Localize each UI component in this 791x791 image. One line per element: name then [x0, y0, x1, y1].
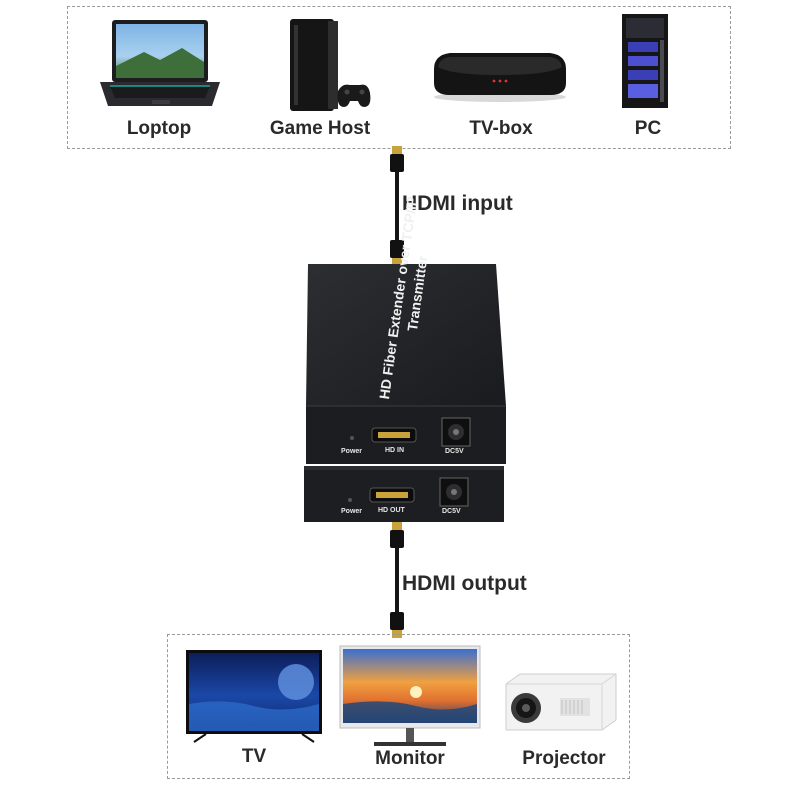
receiver-device — [304, 466, 504, 522]
display-label-tv: TV — [241, 746, 267, 767]
transmitter-dc-label: DC5V — [445, 448, 464, 455]
receiver-dc-label: DC5V — [442, 508, 461, 515]
source-label-tv-box: TV-box — [469, 118, 533, 139]
game-console-icon — [290, 19, 371, 111]
source-label-laptop: Loptop — [126, 118, 192, 139]
receiver-power-label: Power — [341, 508, 363, 515]
display-devices-panel — [167, 634, 630, 779]
transmitter-port-label: HD IN — [385, 447, 405, 454]
pc-tower-icon — [622, 14, 668, 108]
transmitter-power-label: Power — [341, 448, 363, 455]
projector-icon — [505, 673, 617, 731]
receiver-port-label: HD OUT — [378, 507, 405, 514]
hdmi-output-label: HDMI output — [402, 572, 527, 595]
tv-box-icon — [434, 53, 566, 102]
hdmi-input-cable — [390, 146, 404, 266]
laptop-icon — [100, 20, 220, 106]
tv-icon — [186, 650, 322, 743]
transmitter-device — [306, 264, 506, 464]
monitor-icon — [339, 645, 481, 746]
source-label-game-host: Game Host — [269, 118, 371, 139]
source-label-pc: PC — [634, 118, 662, 139]
display-label-projector: Projector — [522, 748, 606, 769]
display-label-monitor: Monitor — [375, 748, 445, 769]
hdmi-input-label: HDMI input — [402, 192, 513, 215]
